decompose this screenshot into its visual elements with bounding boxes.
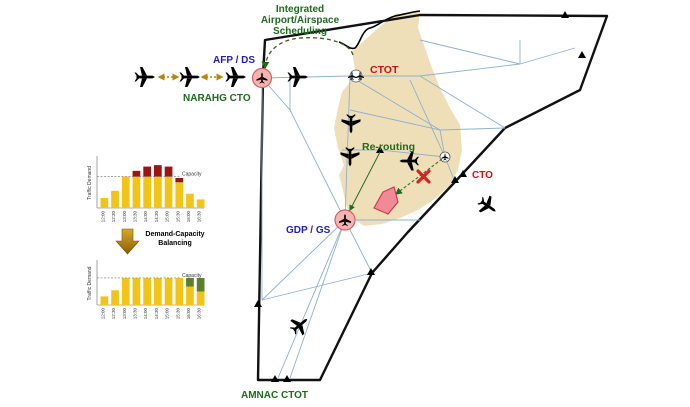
bar: [132, 176, 141, 208]
tick-label: 13:00: [122, 211, 127, 223]
tick-label: 16:30: [197, 308, 202, 320]
bar: [196, 291, 205, 305]
bar-excess: [186, 277, 194, 287]
bar: [153, 277, 162, 305]
bar: [186, 193, 194, 208]
bar-excess: [153, 165, 162, 177]
bar: [111, 190, 119, 208]
tick-label: 15:00: [165, 308, 170, 320]
bar: [121, 176, 130, 208]
aircraft-icon: [134, 67, 155, 87]
route-network: [261, 39, 576, 379]
ctot-label: CTOT: [370, 64, 399, 76]
tick-label: 16:30: [197, 211, 202, 223]
bar: [186, 286, 194, 305]
tick-label: 15:00: [165, 211, 170, 223]
bar: [175, 277, 184, 305]
aircraft-icon: [474, 192, 502, 220]
bar: [164, 176, 173, 208]
integrated-scheduling-label-3: Scheduling: [273, 26, 327, 37]
bar: [153, 176, 162, 208]
tick-label: 12:30: [111, 211, 116, 223]
bar: [132, 277, 141, 305]
aircraft-icon: [225, 67, 246, 87]
tick-label: 13:00: [122, 308, 127, 320]
tick-label: 12:00: [100, 308, 105, 320]
bar-excess: [196, 277, 205, 292]
bar-excess: [132, 170, 141, 177]
tick-label: 14:00: [143, 308, 148, 320]
reroute-path: [349, 151, 381, 212]
tick-label: 13:30: [132, 308, 137, 320]
fir-boundary: [256, 13, 609, 382]
bar: [100, 296, 109, 305]
afp-ds-label: AFP / DS: [213, 55, 255, 66]
tick-label: 14:00: [143, 211, 148, 223]
capacity-label: Capacity: [182, 172, 202, 178]
bar: [175, 182, 184, 208]
demand-chart-after: Traffic Demand 12:00 12:30 13:00 13:30 14:00 1…: [87, 260, 205, 319]
x-mark-icon: [416, 169, 431, 184]
bar-excess: [164, 166, 173, 177]
aircraft-icon: [287, 67, 308, 87]
tick-label: 13:30: [132, 211, 137, 223]
tick-label: 14:30: [154, 211, 159, 223]
cto-label: CTO: [472, 170, 493, 181]
narahg-cto-label: NARAHG CTO: [183, 93, 251, 104]
balancing-label-1: Demand-Capacity: [145, 231, 204, 238]
tick-label: 16:00: [186, 211, 191, 223]
tick-label: 16:00: [186, 308, 191, 320]
aircraft-icon: [286, 311, 314, 339]
bar: [164, 277, 173, 305]
airport-icon: [439, 151, 451, 163]
rerouting-label: Re-routing: [362, 141, 415, 153]
weather-cell-icon: [373, 186, 399, 215]
waypoint-markers: [254, 11, 586, 382]
coastline: [338, 10, 421, 50]
balancing-label-2: Balancing: [158, 240, 191, 247]
aircraft-icon: [179, 67, 200, 87]
tick-label: 14:30: [154, 308, 159, 320]
tick-label: 15:30: [175, 308, 180, 320]
airport-icon: [348, 69, 364, 83]
integrated-scheduling-label-2: Airport/Airspace: [261, 15, 340, 26]
capacity-label: Capacity: [182, 273, 202, 279]
airport-icon: [251, 67, 273, 89]
bar: [196, 199, 205, 208]
demand-chart-before: Traffic Demand 12:00 12:30 13:00 13:30 14:00 1…: [87, 156, 205, 222]
scheduling-link: [261, 37, 354, 70]
amnac-ctot-label: AMNAC CTOT: [241, 390, 308, 401]
integrated-scheduling-label-1: Integrated: [276, 4, 324, 15]
tick-label: 12:00: [100, 211, 105, 223]
gdp-gs-label: GDP / GS: [286, 225, 331, 236]
bar: [143, 277, 152, 305]
bar: [111, 290, 119, 305]
y-axis-label: Traffic Demand: [87, 266, 93, 300]
bar: [100, 198, 109, 208]
bar-excess: [143, 166, 152, 177]
tick-label: 15:30: [175, 211, 180, 223]
bar: [143, 176, 152, 208]
airport-icon: [334, 209, 356, 231]
bar-excess: [175, 178, 184, 183]
down-arrow-icon: [115, 228, 140, 255]
tick-label: 12:30: [111, 308, 116, 320]
inbound-sequence: [134, 67, 308, 87]
y-axis-label: Traffic Demand: [87, 166, 93, 200]
bar: [121, 277, 130, 305]
